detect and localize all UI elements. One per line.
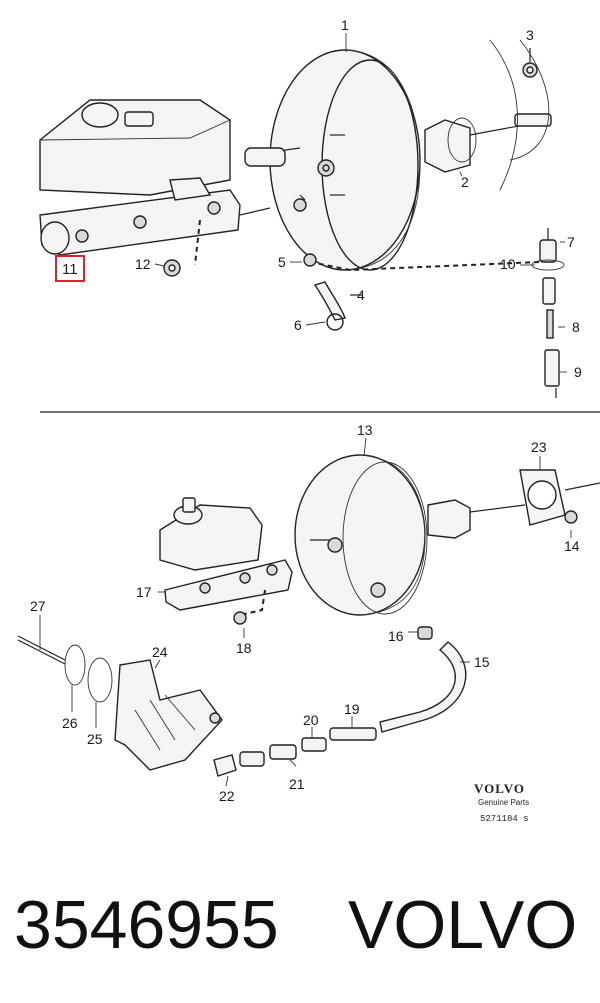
fitting-stack-lower [213, 727, 377, 777]
callout-25: 25 [87, 731, 103, 747]
callout-13: 13 [357, 422, 373, 438]
brake-booster-lower [294, 454, 428, 616]
check-valve-stack [531, 228, 565, 398]
callout-21: 21 [289, 776, 305, 792]
callout-7: 7 [567, 234, 575, 250]
master-cylinder-lower [159, 497, 293, 611]
callout-26: 26 [62, 715, 78, 731]
callout-10: 10 [500, 256, 516, 272]
callout-27: 27 [30, 598, 46, 614]
logo-subtitle: Genuine Parts [478, 798, 529, 807]
brake-booster-upper [244, 49, 421, 271]
callout-19: 19 [344, 701, 360, 717]
callout-16: 16 [388, 628, 404, 644]
vacuum-hose-lower [379, 626, 467, 733]
vacuum-pump [114, 659, 223, 771]
callout-3: 3 [526, 27, 534, 43]
callout-8: 8 [572, 319, 580, 335]
callout-18: 18 [236, 640, 252, 656]
callout-4: 4 [357, 287, 365, 303]
firewall-outline [489, 39, 550, 191]
callout-leaders [39, 33, 572, 787]
callout-20: 20 [303, 712, 319, 728]
exploded-parts-diagram: 1 2 3 4 5 6 7 8 9 10 11 12 13 14 15 16 1… [17, 17, 600, 824]
callout-23: 23 [531, 439, 547, 455]
callout-14: 14 [564, 538, 580, 554]
pushrod-boot [424, 113, 552, 173]
screw-14 [564, 510, 578, 524]
logo-brand: VOLVO [474, 781, 525, 796]
gasket-plate [519, 469, 600, 526]
callout-9: 9 [574, 364, 582, 380]
nut-12 [163, 259, 181, 277]
nut-3 [522, 48, 538, 78]
pushrod-lower [427, 499, 526, 539]
callout-24: 24 [152, 644, 168, 660]
callout-numbers: 1 2 3 4 5 6 7 8 9 10 11 12 13 14 15 16 1… [30, 17, 582, 804]
callout-17: 17 [136, 584, 152, 600]
brake-line-upper [194, 219, 201, 266]
callout-11: 11 [62, 261, 78, 278]
vacuum-hose-upper [303, 253, 541, 331]
callout-11-highlight-box [55, 255, 85, 282]
callout-22: 22 [219, 788, 235, 804]
callout-12: 12 [135, 256, 151, 272]
part-caption: 3546955 VOLVO [0, 870, 600, 980]
callout-15: 15 [474, 654, 490, 670]
seal-rings [17, 635, 113, 703]
callout-1: 1 [341, 17, 349, 33]
brand-name: VOLVO [348, 887, 578, 963]
callout-2: 2 [461, 174, 469, 190]
nut-18 [233, 611, 247, 625]
part-number: 3546955 [14, 887, 279, 963]
volvo-genuine-parts-logo: VOLVO Genuine Parts 5271184 s [474, 781, 529, 824]
master-cylinder-upper [39, 99, 271, 256]
callout-6: 6 [294, 317, 302, 333]
callout-5: 5 [278, 254, 286, 270]
brake-line-lower [239, 589, 266, 616]
diagram-reference-number: 5271184 s [480, 814, 529, 824]
